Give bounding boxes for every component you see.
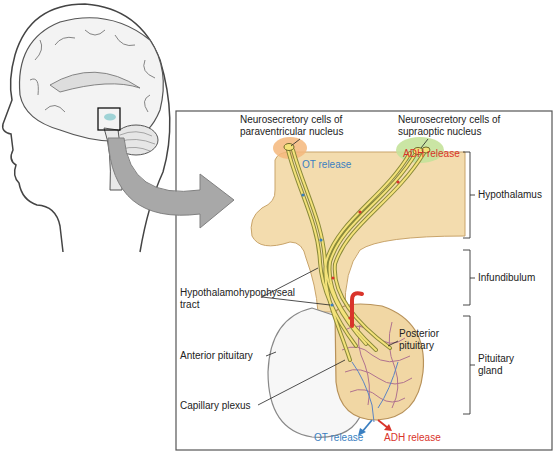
inset-frame	[176, 111, 552, 450]
callout-label: Capillary plexus	[180, 400, 280, 412]
hormone-label: OT release	[314, 432, 374, 444]
zoom-box	[98, 108, 120, 130]
corpus-callosum	[50, 72, 140, 92]
adh-release-arrow	[378, 420, 388, 428]
callout-label: Neurosecretory cells of supraoptic nucle…	[398, 114, 516, 138]
callout-label: Posterior pituitary	[399, 328, 457, 352]
leader-line	[291, 139, 300, 146]
leader-line	[266, 352, 276, 356]
hormone-label: ADH release	[384, 432, 454, 444]
bracket	[463, 250, 475, 305]
ot-particle	[301, 193, 304, 196]
leader-line	[421, 139, 428, 148]
callout-label: Anterior pituitary	[180, 350, 280, 362]
brackets	[463, 152, 475, 414]
hormone-label: OT release	[302, 159, 372, 171]
region-label: Hypothalamus	[478, 189, 550, 201]
leader-line	[388, 341, 398, 346]
callout-label: Hypothalamohypophyseal tract	[180, 287, 300, 311]
adh-arrowhead	[384, 424, 392, 431]
callout-label: Neurosecretory cells of paraventricular …	[240, 114, 362, 138]
hormone-label: ADH release	[403, 148, 473, 160]
zoom-arrow	[108, 138, 234, 228]
ot-particle	[319, 238, 322, 241]
head-outline	[3, 4, 170, 252]
artery	[352, 293, 362, 326]
bracket	[463, 152, 475, 238]
leader-line	[258, 360, 345, 405]
adh-particle	[358, 210, 361, 213]
bracket	[463, 316, 475, 414]
brain	[20, 18, 164, 142]
venous-line	[352, 362, 398, 422]
leader-line	[262, 297, 330, 305]
ot-release-arrow	[362, 420, 372, 432]
region-label: Infundibulum	[478, 272, 550, 284]
adh-particle	[396, 180, 399, 183]
brain-gyri	[30, 30, 155, 112]
pituitary-spot	[104, 114, 116, 121]
leader-lines	[258, 139, 428, 405]
region-label: Pituitary gland	[478, 353, 538, 377]
gyrus-line	[30, 30, 155, 112]
ot-particle	[330, 303, 333, 306]
adh-particle	[331, 276, 334, 279]
